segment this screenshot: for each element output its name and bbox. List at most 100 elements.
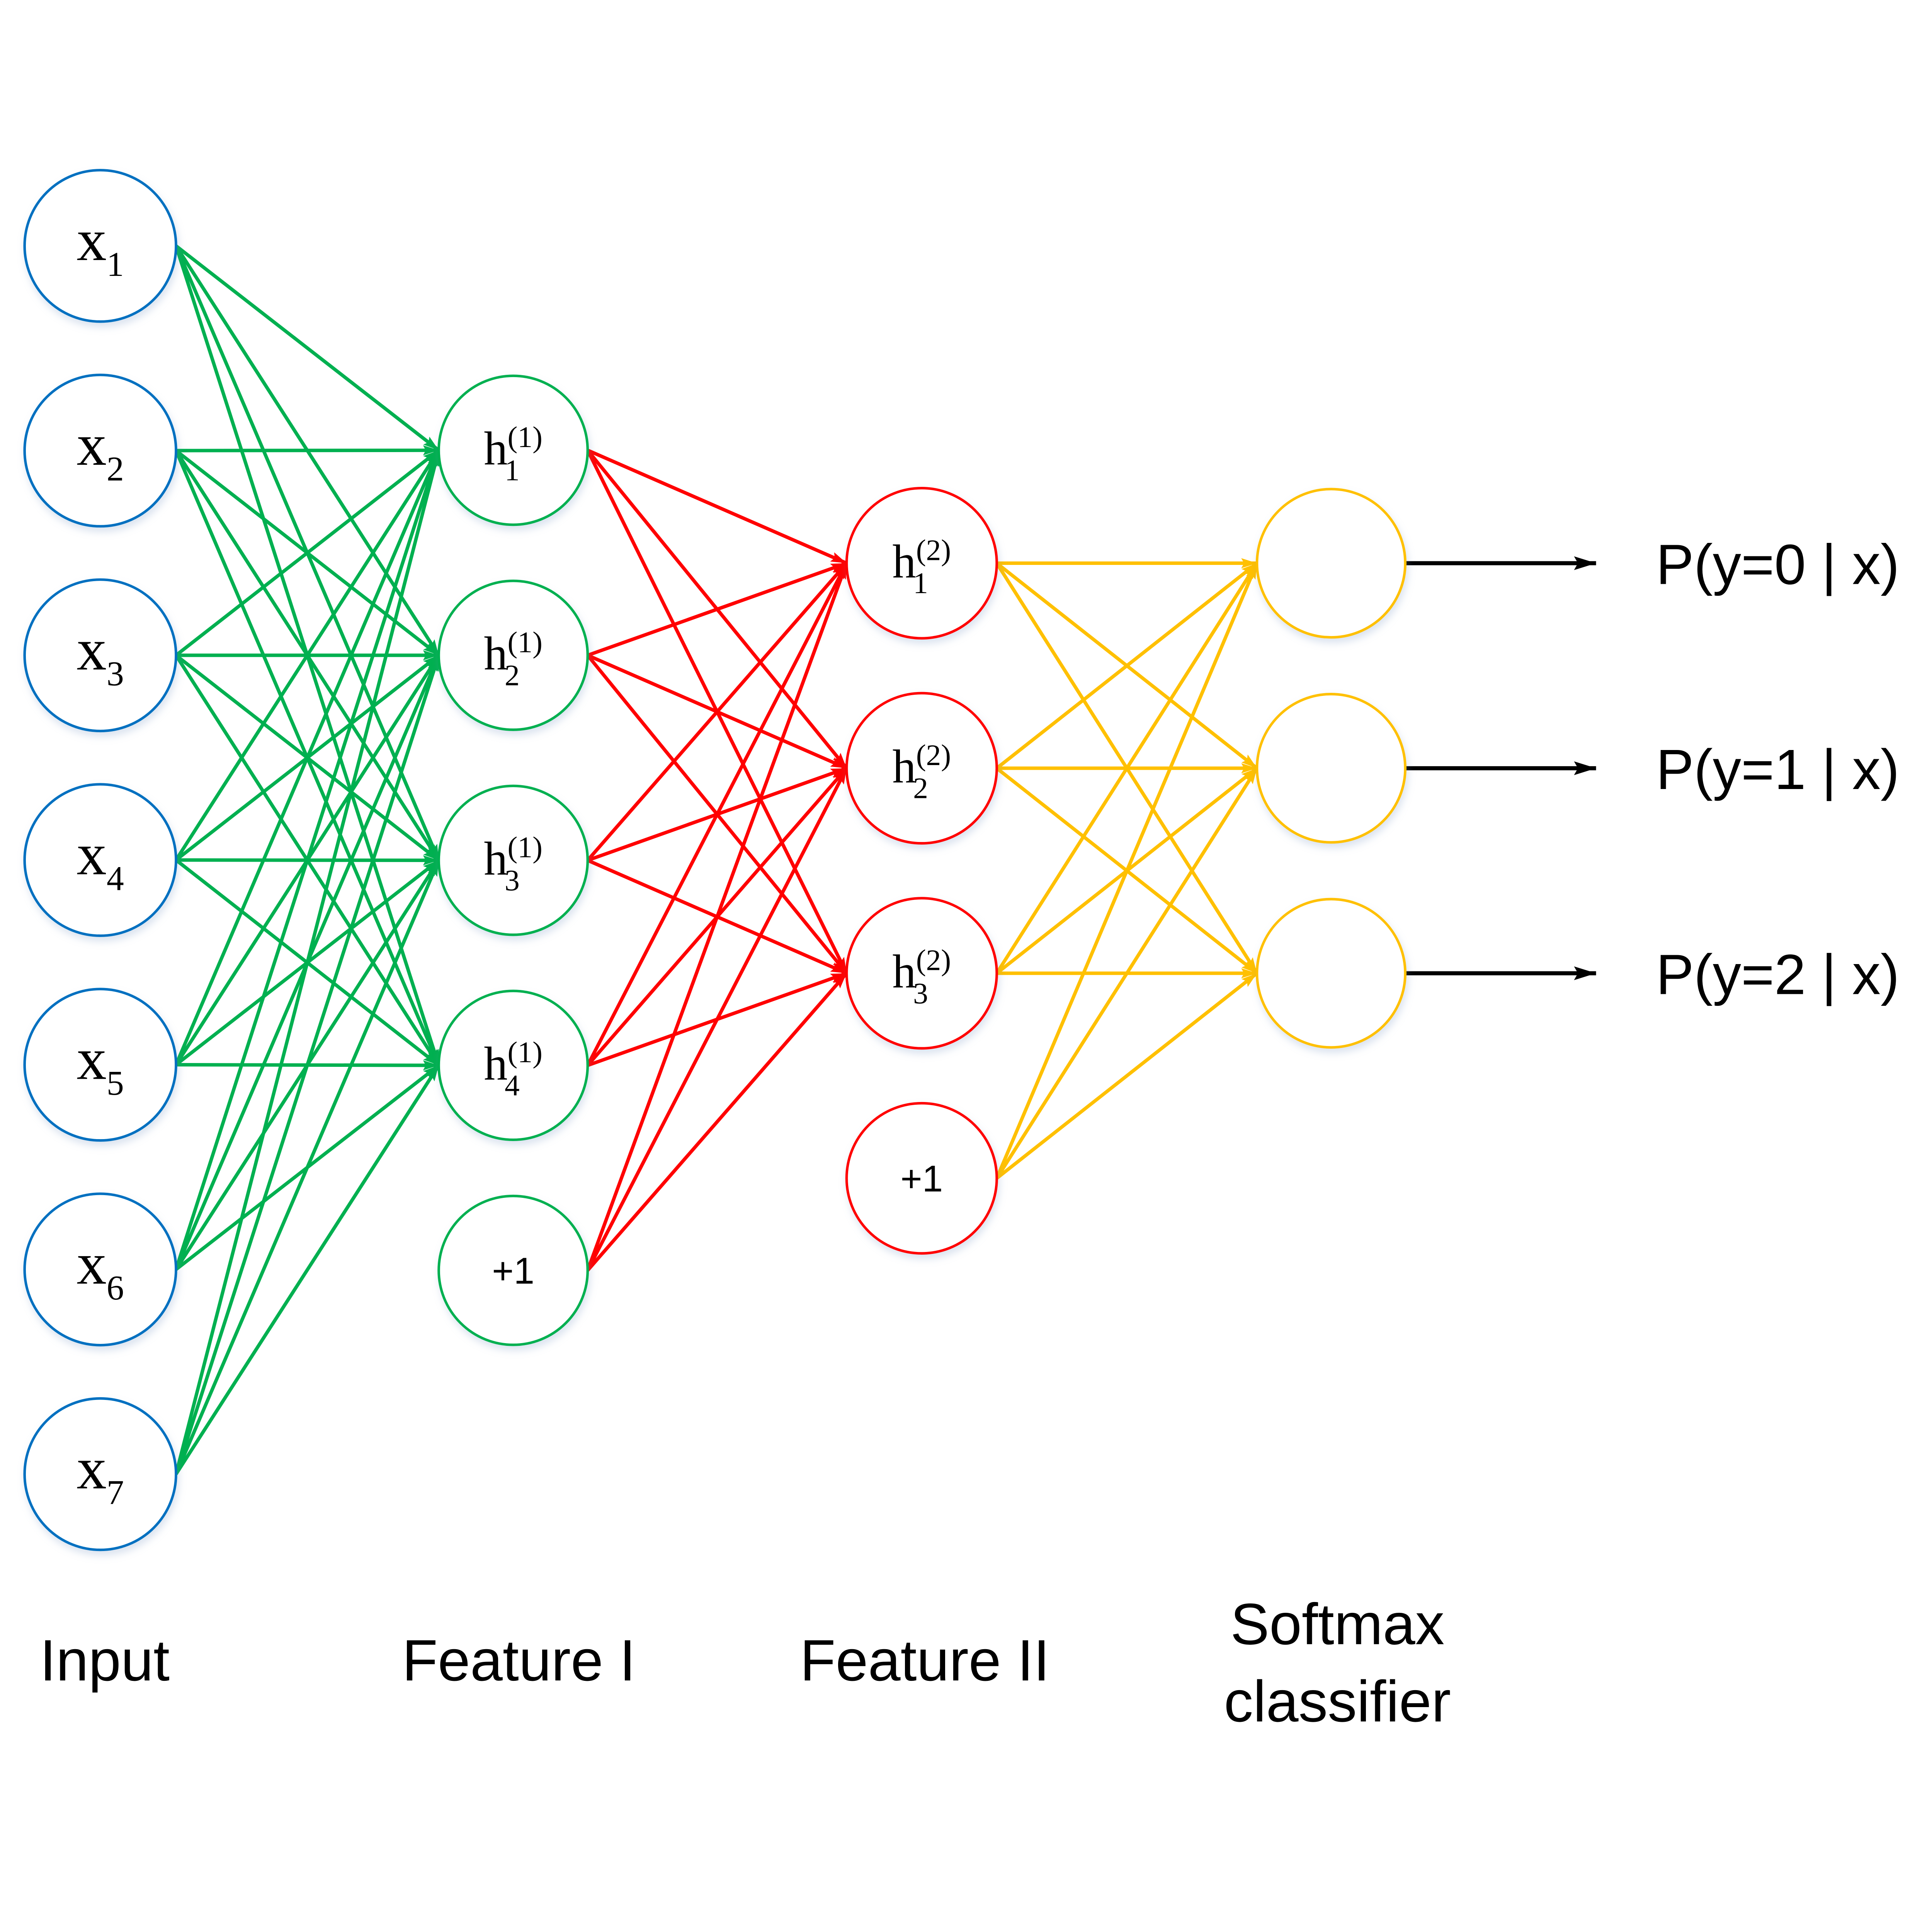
input-node-label-x4: x4 [77, 821, 124, 898]
label-superscript: (1) [508, 830, 543, 864]
label-superscript: (1) [508, 1036, 543, 1069]
connection-line-feature2-to-softmax-3-2 [995, 972, 1258, 1180]
connection-line-feature1-to-feature2-3-0 [586, 562, 849, 1066]
feature1-node-h3 [437, 784, 589, 936]
input-node-label-x5: x5 [77, 1026, 124, 1102]
feature1-to-feature2-edges [586, 449, 849, 1272]
feature2-node-h3 [845, 897, 998, 1050]
label-superscript: (2) [916, 533, 951, 566]
label-main: x [77, 412, 107, 478]
label-main: x [77, 616, 107, 683]
softmax-layer [1255, 488, 1407, 1049]
feature2-node-label-h2: h(2)2 [892, 738, 951, 805]
feature1-node-h4 [437, 990, 589, 1141]
label-subscript: 4 [505, 1069, 520, 1102]
label-subscript: 1 [107, 245, 124, 284]
feature1-layer: h(1)1h(1)2h(1)3h(1)4+1 [437, 374, 589, 1346]
feature1-node-bias [437, 1194, 589, 1346]
label-superscript: (2) [916, 944, 951, 977]
input-node-label-x3: x3 [77, 616, 124, 693]
label-superscript: (1) [508, 420, 543, 454]
connection-line-feature2-to-softmax-3-1 [995, 767, 1259, 1179]
label-subscript: 2 [107, 450, 124, 488]
label-subscript: 5 [107, 1064, 124, 1102]
connection-line-feature1-to-feature2-4-1 [586, 767, 849, 1271]
connection-line-input-to-feature1-0-0 [175, 244, 440, 452]
output-probability-label-1: P(y=1 | x) [1656, 738, 1900, 801]
output-arrows: P(y=0 | x) P(y=1 | x) P(y=2 | x) [1405, 533, 1900, 1007]
feature2-bias-label: +1 [900, 1158, 943, 1200]
feature2-node-label-h1: h(2)1 [892, 533, 951, 600]
label-main: x [77, 207, 107, 273]
connection-line-input-to-feature1-6-1 [174, 655, 440, 1475]
feature2-node-h1 [845, 487, 998, 640]
connection-line-feature1-to-feature2-2-0 [586, 562, 848, 862]
input-node-label-x6: x6 [77, 1230, 124, 1307]
feature1-node-label-h3: h(1)3 [484, 830, 543, 897]
caption-line: Feature II [800, 1628, 1049, 1693]
input-node-x7 [23, 1397, 177, 1551]
connection-line-input-to-feature1-6-0 [174, 450, 440, 1475]
input-to-feature1-edges [174, 244, 440, 1475]
input-node-x6 [23, 1192, 177, 1347]
label-main: x [77, 1435, 107, 1502]
caption-line: Feature I [402, 1628, 636, 1693]
label-main: h [484, 423, 507, 475]
label-main: h [892, 741, 916, 793]
output-probability-label-2: P(y=2 | x) [1656, 943, 1900, 1007]
label-subscript: 3 [505, 864, 520, 897]
input-node-x2 [23, 373, 177, 528]
feature1-node-h2 [437, 580, 589, 731]
label-subscript: 4 [107, 859, 124, 898]
layer-caption-3: Softmax classifier [1224, 1592, 1451, 1734]
connection-line-feature1-to-feature2-4-0 [586, 563, 849, 1271]
softmax-node-1 [1255, 488, 1407, 639]
label-main: h [484, 628, 507, 680]
connection-line-input-to-feature1-5-0 [174, 449, 440, 1270]
input-node-x3 [23, 578, 177, 733]
feature2-layer: h(2)1h(2)2h(2)3+1 [845, 487, 998, 1255]
input-node-x5 [23, 988, 177, 1142]
label-main: h [892, 946, 916, 998]
softmax-node-3 [1255, 898, 1407, 1049]
feature2-to-softmax-edges [995, 558, 1259, 1180]
input-node-label-x7: x7 [77, 1435, 124, 1512]
input-node-x1 [23, 169, 177, 323]
connection-line-feature1-to-feature2-4-2 [586, 972, 848, 1272]
softmax-node-2 [1255, 693, 1407, 844]
input-node-label-x2: x2 [77, 412, 124, 488]
connection-line-input-to-feature1-6-2 [174, 859, 440, 1475]
connection-line-input-to-feature1-4-0 [174, 449, 440, 1066]
layer-caption-1: Feature I [402, 1628, 636, 1693]
label-subscript: 1 [505, 454, 520, 487]
caption-line: classifier [1224, 1669, 1451, 1734]
label-subscript: 6 [107, 1269, 124, 1307]
output-probability-label-0: P(y=0 | x) [1656, 533, 1900, 596]
connection-line-input-to-feature1-6-3 [174, 1064, 440, 1475]
label-subscript: 1 [913, 566, 928, 600]
connection-line-feature2-to-softmax-3-0 [995, 562, 1259, 1179]
label-subscript: 2 [913, 772, 928, 805]
connection-line-feature1-to-feature2-1-0 [587, 561, 847, 657]
label-main: x [77, 1026, 107, 1092]
connection-line-input-to-feature1-1-0 [176, 445, 439, 456]
input-node-label-x1: x1 [77, 207, 124, 284]
feature1-node-label-h4: h(1)4 [484, 1036, 543, 1102]
label-subscript: 3 [913, 976, 928, 1010]
label-main: x [77, 821, 107, 887]
layer-caption-0: Input [40, 1628, 170, 1693]
connection-line-input-to-feature1-3-0 [174, 449, 440, 861]
caption-line: Softmax [1230, 1592, 1444, 1657]
feature2-node-bias [845, 1102, 998, 1255]
layer-captions: Input Feature I Feature II Softmax classifie… [40, 1592, 1451, 1734]
connection-line-input-to-feature1-2-0 [175, 449, 440, 657]
label-subscript: 3 [107, 655, 124, 693]
connection-line-feature2-to-softmax-2-0 [995, 562, 1259, 975]
label-superscript: (2) [916, 738, 951, 772]
feature2-node-h2 [845, 692, 998, 845]
feature1-node-h1 [437, 374, 589, 526]
label-main: h [484, 1038, 507, 1090]
